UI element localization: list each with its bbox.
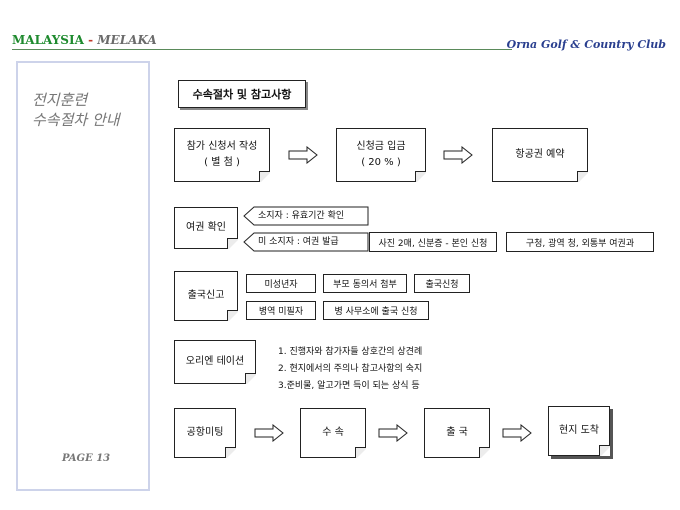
page-fold-icon bbox=[227, 310, 238, 321]
deposit-line2: ( 20 % ) bbox=[361, 157, 401, 168]
arrival-box: 현지 도착 bbox=[548, 406, 610, 456]
airport-meeting-box: 공항미팅 bbox=[174, 408, 236, 458]
departure-box: 출 국 bbox=[424, 408, 490, 458]
departure-request-box: 출국신청 bbox=[414, 274, 470, 293]
minor-label: 미성년자 bbox=[264, 280, 298, 290]
departure-report-box: 출국신고 bbox=[174, 271, 238, 321]
page-fold-icon bbox=[227, 238, 238, 249]
application-form-box: 참가 신청서 작성 ( 별 첨 ) bbox=[174, 128, 270, 182]
procedure-label: 수 속 bbox=[322, 427, 344, 438]
orientation-box: 오리엔 테이션 bbox=[174, 340, 256, 384]
passport-callouts bbox=[243, 206, 369, 252]
application-line2: ( 별 첨 ) bbox=[204, 157, 240, 168]
sidebar-title: 전지훈련 수속절차 안내 bbox=[32, 90, 120, 130]
departure-label: 출국신고 bbox=[187, 290, 225, 301]
country-label: MALAYSIA bbox=[12, 33, 84, 47]
right-arrow-icon bbox=[288, 146, 318, 164]
page-fold-icon bbox=[479, 447, 490, 458]
minor-box: 미성년자 bbox=[246, 274, 316, 293]
passport-office: 구청, 광역 청, 외통부 여권과 bbox=[525, 238, 635, 249]
page-number: PAGE 13 bbox=[62, 453, 111, 464]
sidebar-frame bbox=[16, 61, 150, 491]
header-divider bbox=[12, 49, 512, 50]
military-office-box: 병 사무소에 출국 신청 bbox=[323, 301, 429, 320]
sidebar-title-line1: 전지훈련 bbox=[32, 91, 88, 109]
page-fold-icon bbox=[225, 447, 236, 458]
page-fold-icon bbox=[355, 447, 366, 458]
passport-docs: 사진 2매, 신분증 - 본인 신청 bbox=[378, 238, 488, 249]
section-title: 수속절차 및 참고사항 bbox=[178, 80, 306, 108]
parent-consent: 부모 동의서 첨부 bbox=[333, 280, 397, 290]
passport-holder-note: 소지자 : 유효기간 확인 bbox=[258, 211, 345, 221]
flight-booking-box: 항공권 예약 bbox=[492, 128, 588, 182]
right-arrow-icon bbox=[502, 424, 532, 442]
section-title-text: 수속절차 및 참고사항 bbox=[192, 88, 292, 101]
military-box: 병역 미필자 bbox=[246, 301, 316, 320]
sidebar-title-line2: 수속절차 안내 bbox=[32, 111, 120, 129]
header-separator: - bbox=[88, 33, 94, 47]
flight-label: 항공권 예약 bbox=[515, 149, 565, 160]
city-label: MELAKA bbox=[97, 33, 157, 47]
military-label: 병역 미필자 bbox=[258, 307, 304, 317]
deposit-line1: 신청금 입금 bbox=[356, 141, 406, 152]
passport-non-holder-note: 미 소지자 : 여권 발급 bbox=[258, 237, 339, 247]
passport-docs-box: 사진 2매, 신분증 - 본인 신청 bbox=[369, 232, 497, 252]
orientation-note-3: 3.준비물, 알고가면 득이 되는 상식 등 bbox=[278, 381, 420, 391]
right-arrow-icon bbox=[254, 424, 284, 442]
passport-check-box: 여권 확인 bbox=[174, 207, 238, 249]
parent-consent-box: 부모 동의서 첨부 bbox=[323, 274, 407, 293]
page-fold-icon bbox=[599, 445, 610, 456]
right-arrow-icon bbox=[443, 146, 473, 164]
page-fold-icon bbox=[259, 171, 270, 182]
page-fold-icon bbox=[245, 373, 256, 384]
military-office: 병 사무소에 출국 신청 bbox=[334, 307, 418, 317]
deposit-box: 신청금 입금 ( 20 % ) bbox=[336, 128, 426, 182]
passport-office-box: 구청, 광역 청, 외통부 여권과 bbox=[506, 232, 654, 252]
departure-request: 출국신청 bbox=[425, 280, 459, 290]
orientation-note-2: 2. 현지에서의 주의나 참고사항의 숙지 bbox=[278, 364, 423, 374]
orientation-label: 오리엔 테이션 bbox=[185, 356, 245, 367]
airport-meeting: 공항미팅 bbox=[186, 427, 224, 438]
passport-label: 여권 확인 bbox=[186, 222, 226, 233]
page-fold-icon bbox=[415, 171, 426, 182]
club-name: Orna Golf & Country Club bbox=[506, 38, 666, 51]
arrival-label: 현지 도착 bbox=[559, 425, 599, 436]
application-line1: 참가 신청서 작성 bbox=[186, 141, 258, 152]
orientation-note-1: 1. 진행자와 참가자들 상호간의 상견례 bbox=[278, 347, 423, 357]
header-location: MALAYSIA - MELAKA bbox=[12, 33, 157, 47]
procedure-box: 수 속 bbox=[300, 408, 366, 458]
page-fold-icon bbox=[577, 171, 588, 182]
right-arrow-icon bbox=[378, 424, 408, 442]
departure-flow-label: 출 국 bbox=[446, 427, 468, 438]
